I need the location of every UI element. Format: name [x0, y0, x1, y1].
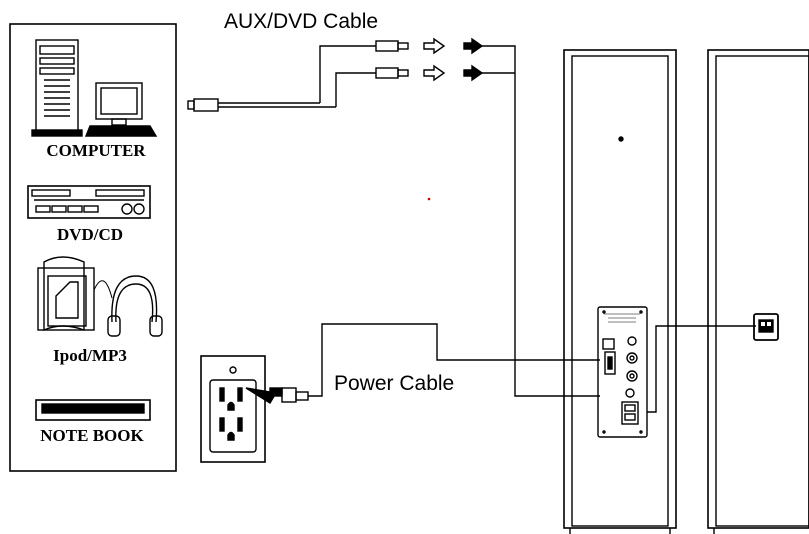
speaker-link-cable	[647, 325, 756, 413]
device-label-computer: COMPUTER	[46, 141, 146, 160]
aux-dvd-cable-label: AUX/DVD Cable	[224, 10, 378, 33]
red-dot	[427, 197, 431, 201]
wall-outlet-icon	[200, 355, 266, 463]
device-label-dvd-cd: DVD/CD	[57, 225, 123, 244]
speaker-connector-icon	[753, 313, 779, 341]
satellite-speaker	[707, 49, 809, 534]
device-label-ipod-mp3: Ipod/MP3	[53, 346, 127, 365]
aux-dvd-cable	[187, 37, 600, 397]
dvd-player-icon	[27, 185, 151, 219]
speaker-rear-panel	[597, 306, 648, 438]
power-cable-label: Power Cable	[334, 372, 454, 395]
monitor-icon	[84, 82, 158, 137]
device-label-notebook: NOTE BOOK	[40, 426, 144, 445]
computer-tower-icon	[31, 39, 83, 137]
main-speaker	[563, 49, 677, 534]
headphones-icon	[93, 275, 163, 337]
source-devices-panel	[9, 23, 177, 472]
notebook-icon	[35, 399, 151, 421]
power-cable	[245, 323, 600, 404]
mp3-player-icon	[37, 256, 95, 332]
